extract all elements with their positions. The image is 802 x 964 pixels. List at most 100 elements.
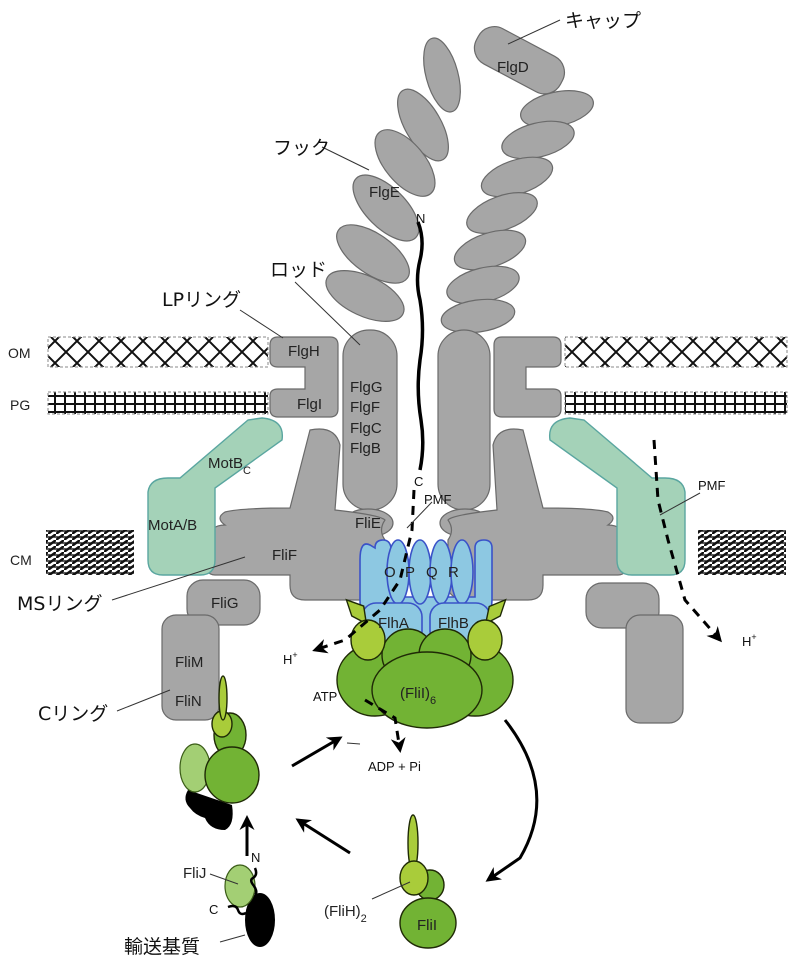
hook-subunit xyxy=(466,192,538,234)
flih2-text: (FliH) xyxy=(324,903,361,920)
label-atp: ATP xyxy=(313,689,337,704)
motb-subscript: C xyxy=(243,465,251,477)
label-flij: FliJ xyxy=(183,865,206,882)
leader-pmf-center xyxy=(406,501,433,529)
label-adp-pi: ADP + Pi xyxy=(368,759,421,774)
label-gate-p: P xyxy=(405,564,415,581)
leader-cap xyxy=(507,19,561,45)
flii-body xyxy=(204,746,260,804)
hook-subunit xyxy=(325,270,405,322)
peptidoglycan-right xyxy=(564,391,788,415)
label-flha: FlhA xyxy=(378,615,409,632)
recruit-arrow xyxy=(295,818,351,855)
label-c-terminus-sub: C xyxy=(209,902,218,917)
label-substrate: 輸送基質 xyxy=(124,936,200,958)
proton-flow-arrow-right xyxy=(652,439,722,643)
label-lp-ring: LPリング xyxy=(162,289,241,311)
h-plus-center-text: H xyxy=(283,652,292,667)
label-flgb: FlgB xyxy=(350,440,381,457)
label-flim: FliM xyxy=(175,654,203,671)
label-rod: ロッド xyxy=(270,259,327,281)
cytoplasmic-membrane-right xyxy=(698,530,786,575)
flih2-subscript: 2 xyxy=(361,913,367,925)
release-cycle-arrow xyxy=(485,719,539,882)
rod-right xyxy=(437,329,491,511)
export-substrate xyxy=(245,893,275,947)
h-plus-right-text: H xyxy=(742,634,751,649)
flih-head-free xyxy=(399,860,429,896)
label-n-terminus-top: N xyxy=(416,211,425,226)
flii6-text: (FliI) xyxy=(400,685,430,702)
hook-subunit xyxy=(374,129,436,197)
free-flii-flih-complex xyxy=(399,814,457,949)
hook-right-subunits xyxy=(440,90,594,334)
proton-flow-arrow-center xyxy=(312,489,416,654)
leader-flij xyxy=(209,873,239,885)
c-terminus-tail xyxy=(227,904,247,916)
substrate-chain-in-channel xyxy=(415,221,425,471)
label-gate-o: O xyxy=(384,564,396,581)
leader-c-ring xyxy=(116,689,171,712)
flih-head-right xyxy=(467,619,503,661)
outer-membrane-left xyxy=(47,336,269,368)
substrate-bound xyxy=(185,790,233,830)
label-c-terminus-top: C xyxy=(414,474,423,489)
label-flif: FliF xyxy=(272,547,297,564)
leader-ms-ring xyxy=(111,556,246,601)
leader-hook xyxy=(321,146,370,171)
leader-flih2 xyxy=(371,881,411,900)
label-flin: FliN xyxy=(175,693,202,710)
cap-flgd xyxy=(473,26,566,95)
export-substrate-complex xyxy=(224,864,275,947)
motb-text: MotB xyxy=(208,455,243,472)
hook-subunit xyxy=(397,88,449,162)
label-h-plus-right: H+ xyxy=(742,632,757,649)
label-flgc: FlgC xyxy=(350,420,382,437)
hook-left-subunits xyxy=(325,37,461,322)
peptidoglycan-left xyxy=(47,391,269,415)
leader-lp-ring xyxy=(239,309,284,339)
label-flgg: FlgG xyxy=(350,379,383,396)
label-n-terminus-sub: N xyxy=(251,850,260,865)
hook-subunit xyxy=(336,224,410,284)
flii6-hexamer xyxy=(371,651,483,729)
atp-hydrolysis-arrow xyxy=(364,698,406,753)
label-flgi: FlgI xyxy=(297,396,322,413)
h-plus-center-sup: + xyxy=(292,650,297,660)
label-gate-r: R xyxy=(448,564,459,581)
label-h-plus-center: H+ xyxy=(283,650,298,667)
label-flii: FliI xyxy=(417,917,437,934)
flii6-subscript: 6 xyxy=(430,695,436,707)
flij-free xyxy=(224,864,256,908)
label-flgd: FlgD xyxy=(497,59,529,76)
ms-ring-left xyxy=(204,428,386,601)
label-gate-q: Q xyxy=(426,564,438,581)
flii-free xyxy=(399,897,457,949)
label-flie: FliE xyxy=(355,515,381,532)
hook-subunit xyxy=(423,37,461,113)
label-flhb: FlhB xyxy=(438,615,469,632)
n-terminus-tail xyxy=(250,867,258,896)
leader-rod xyxy=(294,281,361,346)
label-flgf: FlgF xyxy=(350,399,380,416)
label-mota-b: MotA/B xyxy=(148,517,197,534)
label-cm: CM xyxy=(10,552,32,568)
label-c-ring: Cリング xyxy=(38,703,108,725)
leader-pmf-right xyxy=(659,492,701,516)
c-ring-flim-flin-left xyxy=(161,614,220,721)
label-flgh: FlgH xyxy=(288,343,320,360)
hook-subunit xyxy=(440,298,516,334)
stator-right-mota-motb xyxy=(548,417,686,576)
cytoplasmic-membrane-left xyxy=(46,530,134,575)
lp-ring-right xyxy=(493,336,562,418)
c-ring-flig-left xyxy=(186,579,261,626)
ms-ring-right xyxy=(447,428,629,601)
label-flih2: (FliH)2 xyxy=(324,903,367,925)
label-ms-ring: MSリング xyxy=(17,593,102,615)
flii-flih-flij-complex-left xyxy=(179,675,260,830)
atpase-complex xyxy=(336,598,514,729)
hook-subunit-flge xyxy=(352,174,420,242)
leader-substrate xyxy=(219,934,246,943)
stator-left-mota-motb xyxy=(147,417,284,576)
outer-membrane-right xyxy=(564,336,788,368)
